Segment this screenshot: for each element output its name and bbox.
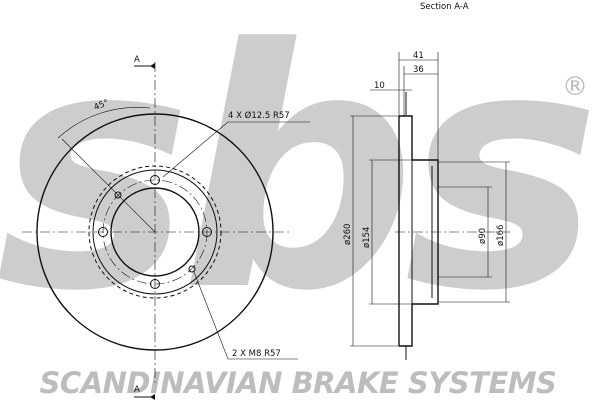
dim-41-label: 41 <box>413 51 424 61</box>
bolt-hole-right <box>202 227 212 237</box>
thread-note: 2 X M8 R57 <box>232 349 281 359</box>
thread-leader <box>193 271 298 360</box>
section-view: Section A-A 41 36 10 ø260 ø154 ø90 <box>343 2 510 360</box>
angle-ray-45 <box>61 138 156 233</box>
watermark-logo: sbs <box>0 0 600 363</box>
dim-166-label: ø166 <box>496 225 506 246</box>
thread-hole-lower-right <box>188 265 196 273</box>
thread-hole-upper-left <box>114 191 122 199</box>
section-marker-top-arrow <box>150 63 155 69</box>
dim-154-label: ø154 <box>362 227 372 248</box>
dim-260-label: ø260 <box>343 224 353 245</box>
bolt-hole-leader <box>162 121 310 178</box>
bolt-circle <box>102 179 208 285</box>
bolt-hole-left <box>98 227 108 237</box>
registered-mark: ® <box>562 72 588 102</box>
hat-diameter-circle <box>88 165 222 299</box>
section-marker-bottom-label: A <box>134 385 140 395</box>
dim-90-label: ø90 <box>478 228 488 244</box>
bolt-hole-bottom <box>150 279 160 289</box>
section-marker-bottom-arrow <box>150 394 155 400</box>
disc-outer-edge <box>36 113 274 351</box>
angle-arc <box>57 107 151 139</box>
dim-10-label: 10 <box>374 81 385 91</box>
section-title: Section A-A <box>420 2 469 12</box>
watermark-company: SCANDINAVIAN BRAKE SYSTEMS <box>40 366 557 400</box>
dim-36-label: 36 <box>413 65 424 75</box>
bolt-hole-top <box>150 175 160 185</box>
section-marker-top-label: A <box>134 55 140 65</box>
bolt-hole-note: 4 X Ø12.5 R57 <box>228 110 290 121</box>
center-bore <box>110 187 200 277</box>
hat-inner-edge <box>92 169 218 295</box>
